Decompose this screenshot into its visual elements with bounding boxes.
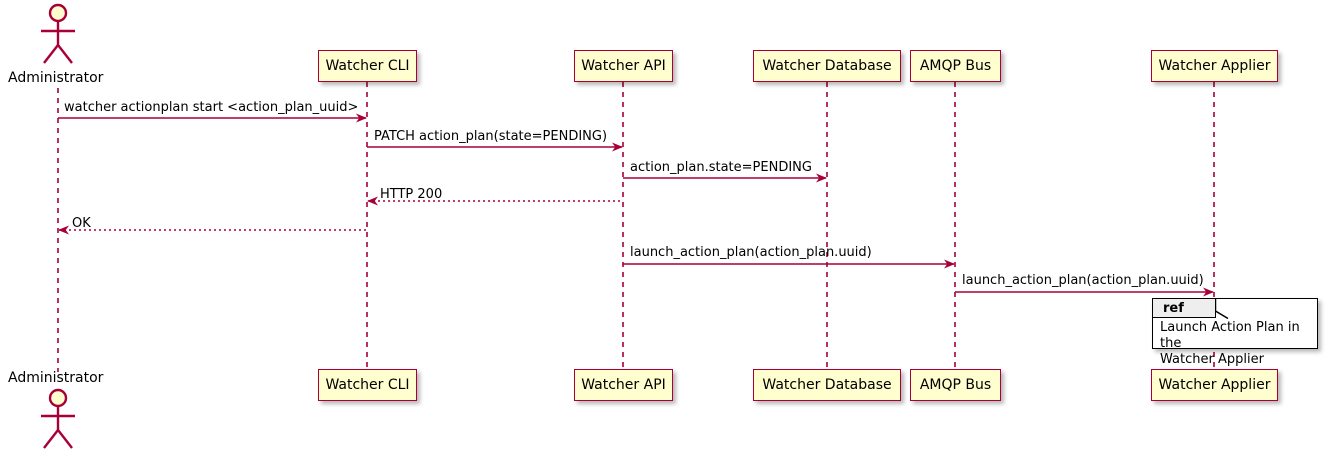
participant-watcher-api-bottom[interactable]: Watcher API <box>574 369 673 401</box>
message-label-2: PATCH action_plan(state=PENDING) <box>374 129 608 144</box>
ref-fragment-body: Launch Action Plan in the Watcher Applie… <box>1160 320 1300 367</box>
actor-administrator-bottom <box>41 388 75 449</box>
participant-label: Watcher CLI <box>325 377 410 393</box>
participant-label: Watcher Database <box>762 377 892 393</box>
message-label-5: OK <box>72 216 91 231</box>
participant-watcher-applier-top[interactable]: Watcher Applier <box>1151 50 1278 82</box>
participant-watcher-database-top[interactable]: Watcher Database <box>753 50 901 82</box>
participant-label: Watcher API <box>581 377 666 393</box>
message-label-7: launch_action_plan(action_plan.uuid) <box>962 273 1204 288</box>
message-label-6: launch_action_plan(action_plan.uuid) <box>630 245 872 260</box>
participant-watcher-cli-top[interactable]: Watcher CLI <box>318 50 417 82</box>
participant-label: AMQP Bus <box>919 377 992 393</box>
participant-watcher-applier-bottom[interactable]: Watcher Applier <box>1151 369 1278 401</box>
actor-label-administrator-top: Administrator <box>8 70 104 86</box>
participant-label: Watcher Applier <box>1158 377 1271 393</box>
ref-fragment: ref Launch Action Plan in the Watcher Ap… <box>1152 298 1318 367</box>
participant-watcher-cli-bottom[interactable]: Watcher CLI <box>318 369 417 401</box>
participant-amqp-bus-top[interactable]: AMQP Bus <box>910 50 1001 82</box>
message-arrows <box>58 113 1214 297</box>
message-label-4: HTTP 200 <box>380 187 443 202</box>
participant-label: Watcher API <box>581 58 666 74</box>
actor-administrator-top <box>41 3 75 64</box>
ref-fragment-tab-label: ref <box>1163 301 1184 316</box>
participant-label: AMQP Bus <box>919 58 992 74</box>
lifelines <box>57 82 1215 372</box>
message-label-3: action_plan.state=PENDING <box>630 160 812 175</box>
participant-amqp-bus-bottom[interactable]: AMQP Bus <box>910 369 1001 401</box>
actor-label-administrator-bottom: Administrator <box>8 370 104 386</box>
message-label-1: watcher actionplan start <action_plan_uu… <box>64 100 359 115</box>
participant-label: Watcher CLI <box>325 58 410 74</box>
participant-watcher-api-top[interactable]: Watcher API <box>574 50 673 82</box>
participant-label: Watcher Database <box>762 58 892 74</box>
participant-label: Watcher Applier <box>1158 58 1271 74</box>
participant-watcher-database-bottom[interactable]: Watcher Database <box>753 369 901 401</box>
ref-fragment-tab-corner <box>1215 299 1229 319</box>
